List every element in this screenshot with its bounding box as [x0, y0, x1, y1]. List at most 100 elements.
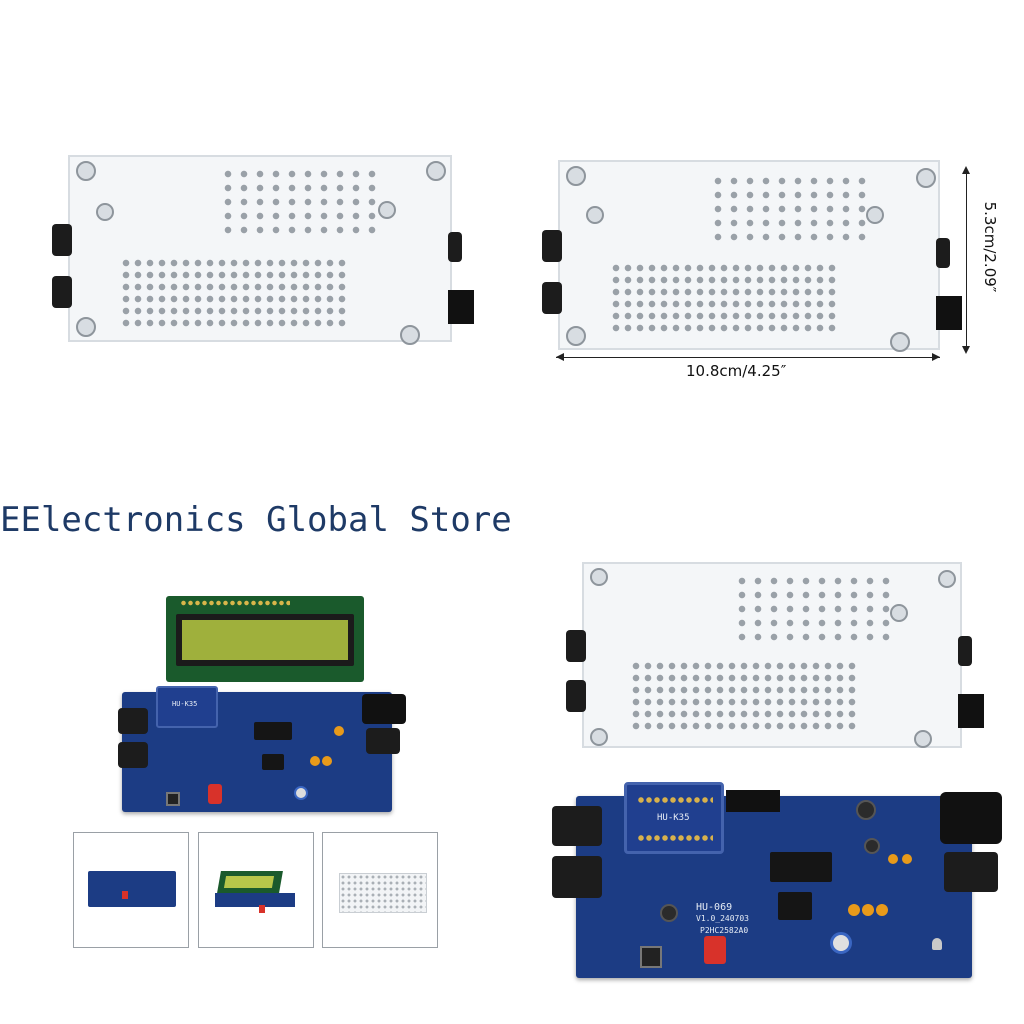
width-arrow-left — [556, 353, 564, 361]
thumbnail-2[interactable] — [198, 832, 314, 948]
electrolytic-capacitor — [864, 838, 880, 854]
solder-pad-grid — [734, 574, 894, 644]
dc-power-jack — [958, 694, 984, 728]
pcb-back-photo-2 — [558, 160, 940, 352]
audio-jack — [448, 232, 462, 262]
ceramic-capacitor — [862, 904, 874, 916]
pcb-back-photo-1 — [68, 155, 452, 345]
thumbnail-1[interactable] — [73, 832, 189, 948]
lcd-pin-header — [180, 600, 290, 606]
audio-jack — [552, 856, 602, 898]
height-arrow-bottom — [962, 346, 970, 354]
model-label: HU-069 — [696, 902, 733, 913]
ceramic-capacitor — [902, 854, 912, 864]
thumb-red-button — [259, 905, 265, 913]
led — [932, 938, 942, 950]
audio-jack — [958, 636, 972, 666]
height-arrow-top — [962, 166, 970, 174]
module-adapter-small: HU-K35 — [156, 686, 218, 728]
mounting-hole — [76, 317, 96, 337]
audio-jack — [52, 224, 72, 256]
mounting-hole — [566, 326, 586, 346]
ceramic-capacitor — [848, 904, 860, 916]
audio-jack — [542, 282, 562, 314]
audio-jack — [118, 708, 148, 734]
solder-pad-grid — [710, 174, 870, 244]
audio-jack — [566, 680, 586, 712]
mounting-hole — [590, 728, 608, 746]
ic-chip — [770, 852, 832, 882]
electrolytic-capacitor — [856, 800, 876, 820]
audio-jack — [366, 728, 400, 754]
adapter-label-small: HU-K35 — [172, 700, 198, 708]
pcb-back-photo-3 — [582, 562, 962, 748]
potentiometer — [830, 932, 852, 954]
pin-header — [726, 790, 780, 812]
lcd-module — [166, 596, 364, 682]
mounting-hole — [378, 201, 396, 219]
mounting-hole — [914, 730, 932, 748]
thumb-board-under-lcd — [215, 893, 295, 907]
tactile-switch — [166, 792, 180, 806]
width-dimension-label: 10.8cm/4.25″ — [686, 362, 787, 380]
electrolytic-capacitor — [660, 904, 678, 922]
mounting-hole — [96, 203, 114, 221]
mounting-hole — [916, 168, 936, 188]
audio-jack — [552, 806, 602, 846]
audio-jack — [52, 276, 72, 308]
dc-power-jack — [448, 290, 474, 324]
thumb-red-button — [122, 891, 128, 899]
thumb-lcd — [217, 871, 283, 893]
thumb-blue-board — [88, 871, 176, 907]
mounting-hole — [890, 332, 910, 352]
lcd-screen — [176, 614, 354, 666]
lcd-display — [182, 620, 348, 660]
mounting-hole — [400, 325, 420, 345]
audio-jack — [566, 630, 586, 662]
blue-pcb-board-large: HU-K35 HU-069 V1.0_240703 P2HC2582A0 — [576, 782, 972, 978]
ceramic-capacitor — [322, 756, 332, 766]
height-dimension-line — [966, 168, 967, 352]
red-push-button — [208, 784, 222, 804]
adapter-pin-row — [637, 795, 713, 805]
solder-pad-grid — [220, 167, 380, 237]
tactile-switch — [640, 946, 662, 968]
solder-pad-grid — [630, 660, 860, 732]
red-push-button — [704, 936, 726, 964]
chip-label: P2HC2582A0 — [700, 926, 749, 935]
height-dimension-label: 5.3cm/2.09″ — [981, 201, 999, 293]
ceramic-capacitor — [334, 726, 344, 736]
mounting-hole — [426, 161, 446, 181]
ic-chip — [778, 892, 812, 920]
store-watermark: EElectronics Global Store — [0, 500, 512, 540]
ceramic-capacitor — [888, 854, 898, 864]
mounting-hole — [590, 568, 608, 586]
mounting-hole — [938, 570, 956, 588]
mounting-hole — [586, 206, 604, 224]
version-label: V1.0_240703 — [696, 914, 749, 923]
thumb-white-board — [339, 873, 427, 913]
width-arrow-right — [932, 353, 940, 361]
solder-pad-grid — [610, 262, 840, 334]
audio-jack — [936, 238, 950, 268]
thumb-lcd-screen — [223, 876, 275, 888]
adapter-label: HU-K35 — [657, 813, 690, 823]
dc-power-jack — [940, 792, 1002, 844]
thumbnail-3[interactable] — [322, 832, 438, 948]
module-adapter: HU-K35 — [624, 782, 724, 854]
dc-power-jack — [362, 694, 406, 724]
width-dimension-line — [556, 357, 940, 358]
dc-power-jack — [936, 296, 962, 330]
ceramic-capacitor — [310, 756, 320, 766]
blue-pcb-board-small: HU-K35 — [122, 686, 392, 812]
audio-jack — [118, 742, 148, 768]
mounting-hole — [566, 166, 586, 186]
mounting-hole — [76, 161, 96, 181]
solder-pad-grid — [120, 257, 350, 327]
adapter-pin-row — [637, 833, 713, 843]
ceramic-capacitor — [876, 904, 888, 916]
ic-chip — [254, 722, 292, 740]
audio-jack — [944, 852, 998, 892]
audio-jack — [542, 230, 562, 262]
potentiometer — [294, 786, 308, 800]
